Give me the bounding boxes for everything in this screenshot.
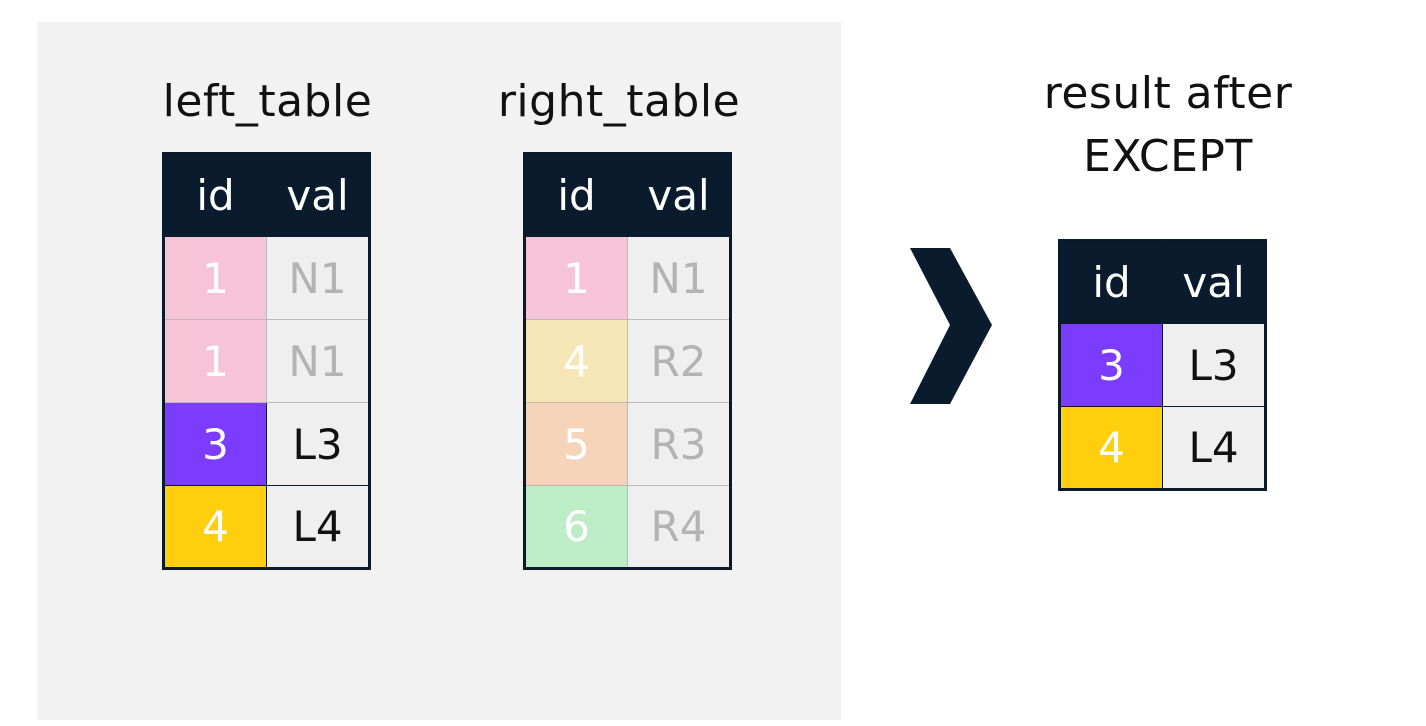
column-header-id: id xyxy=(1059,240,1163,324)
val-cell: L4 xyxy=(266,485,370,569)
id-cell: 1 xyxy=(524,236,628,320)
chevron-right-icon xyxy=(910,248,992,404)
id-cell: 6 xyxy=(524,485,628,569)
result-title-line2: EXCEPT xyxy=(1083,131,1253,182)
column-header-id: id xyxy=(524,153,628,237)
column-header-id: id xyxy=(163,153,267,237)
val-cell: N1 xyxy=(266,236,370,320)
column-header-val: val xyxy=(1162,240,1266,324)
val-cell: N1 xyxy=(266,319,370,403)
right-table-title: right_table xyxy=(497,76,741,127)
column-header-val: val xyxy=(266,153,370,237)
val-cell: L3 xyxy=(266,402,370,486)
id-cell: 3 xyxy=(163,402,267,486)
id-cell: 3 xyxy=(1059,323,1163,407)
val-cell: L3 xyxy=(1162,323,1266,407)
val-cell: R3 xyxy=(627,402,731,486)
val-cell: L4 xyxy=(1162,406,1266,490)
column-header-val: val xyxy=(627,153,731,237)
id-cell: 4 xyxy=(163,485,267,569)
result-title-line1: result after xyxy=(1043,68,1293,119)
val-cell: N1 xyxy=(627,236,731,320)
id-cell: 4 xyxy=(1059,406,1163,490)
id-cell: 1 xyxy=(163,236,267,320)
left-table-title: left_table xyxy=(162,76,373,127)
id-cell: 1 xyxy=(163,319,267,403)
id-cell: 4 xyxy=(524,319,628,403)
id-cell: 5 xyxy=(524,402,628,486)
val-cell: R4 xyxy=(627,485,731,569)
val-cell: R2 xyxy=(627,319,731,403)
